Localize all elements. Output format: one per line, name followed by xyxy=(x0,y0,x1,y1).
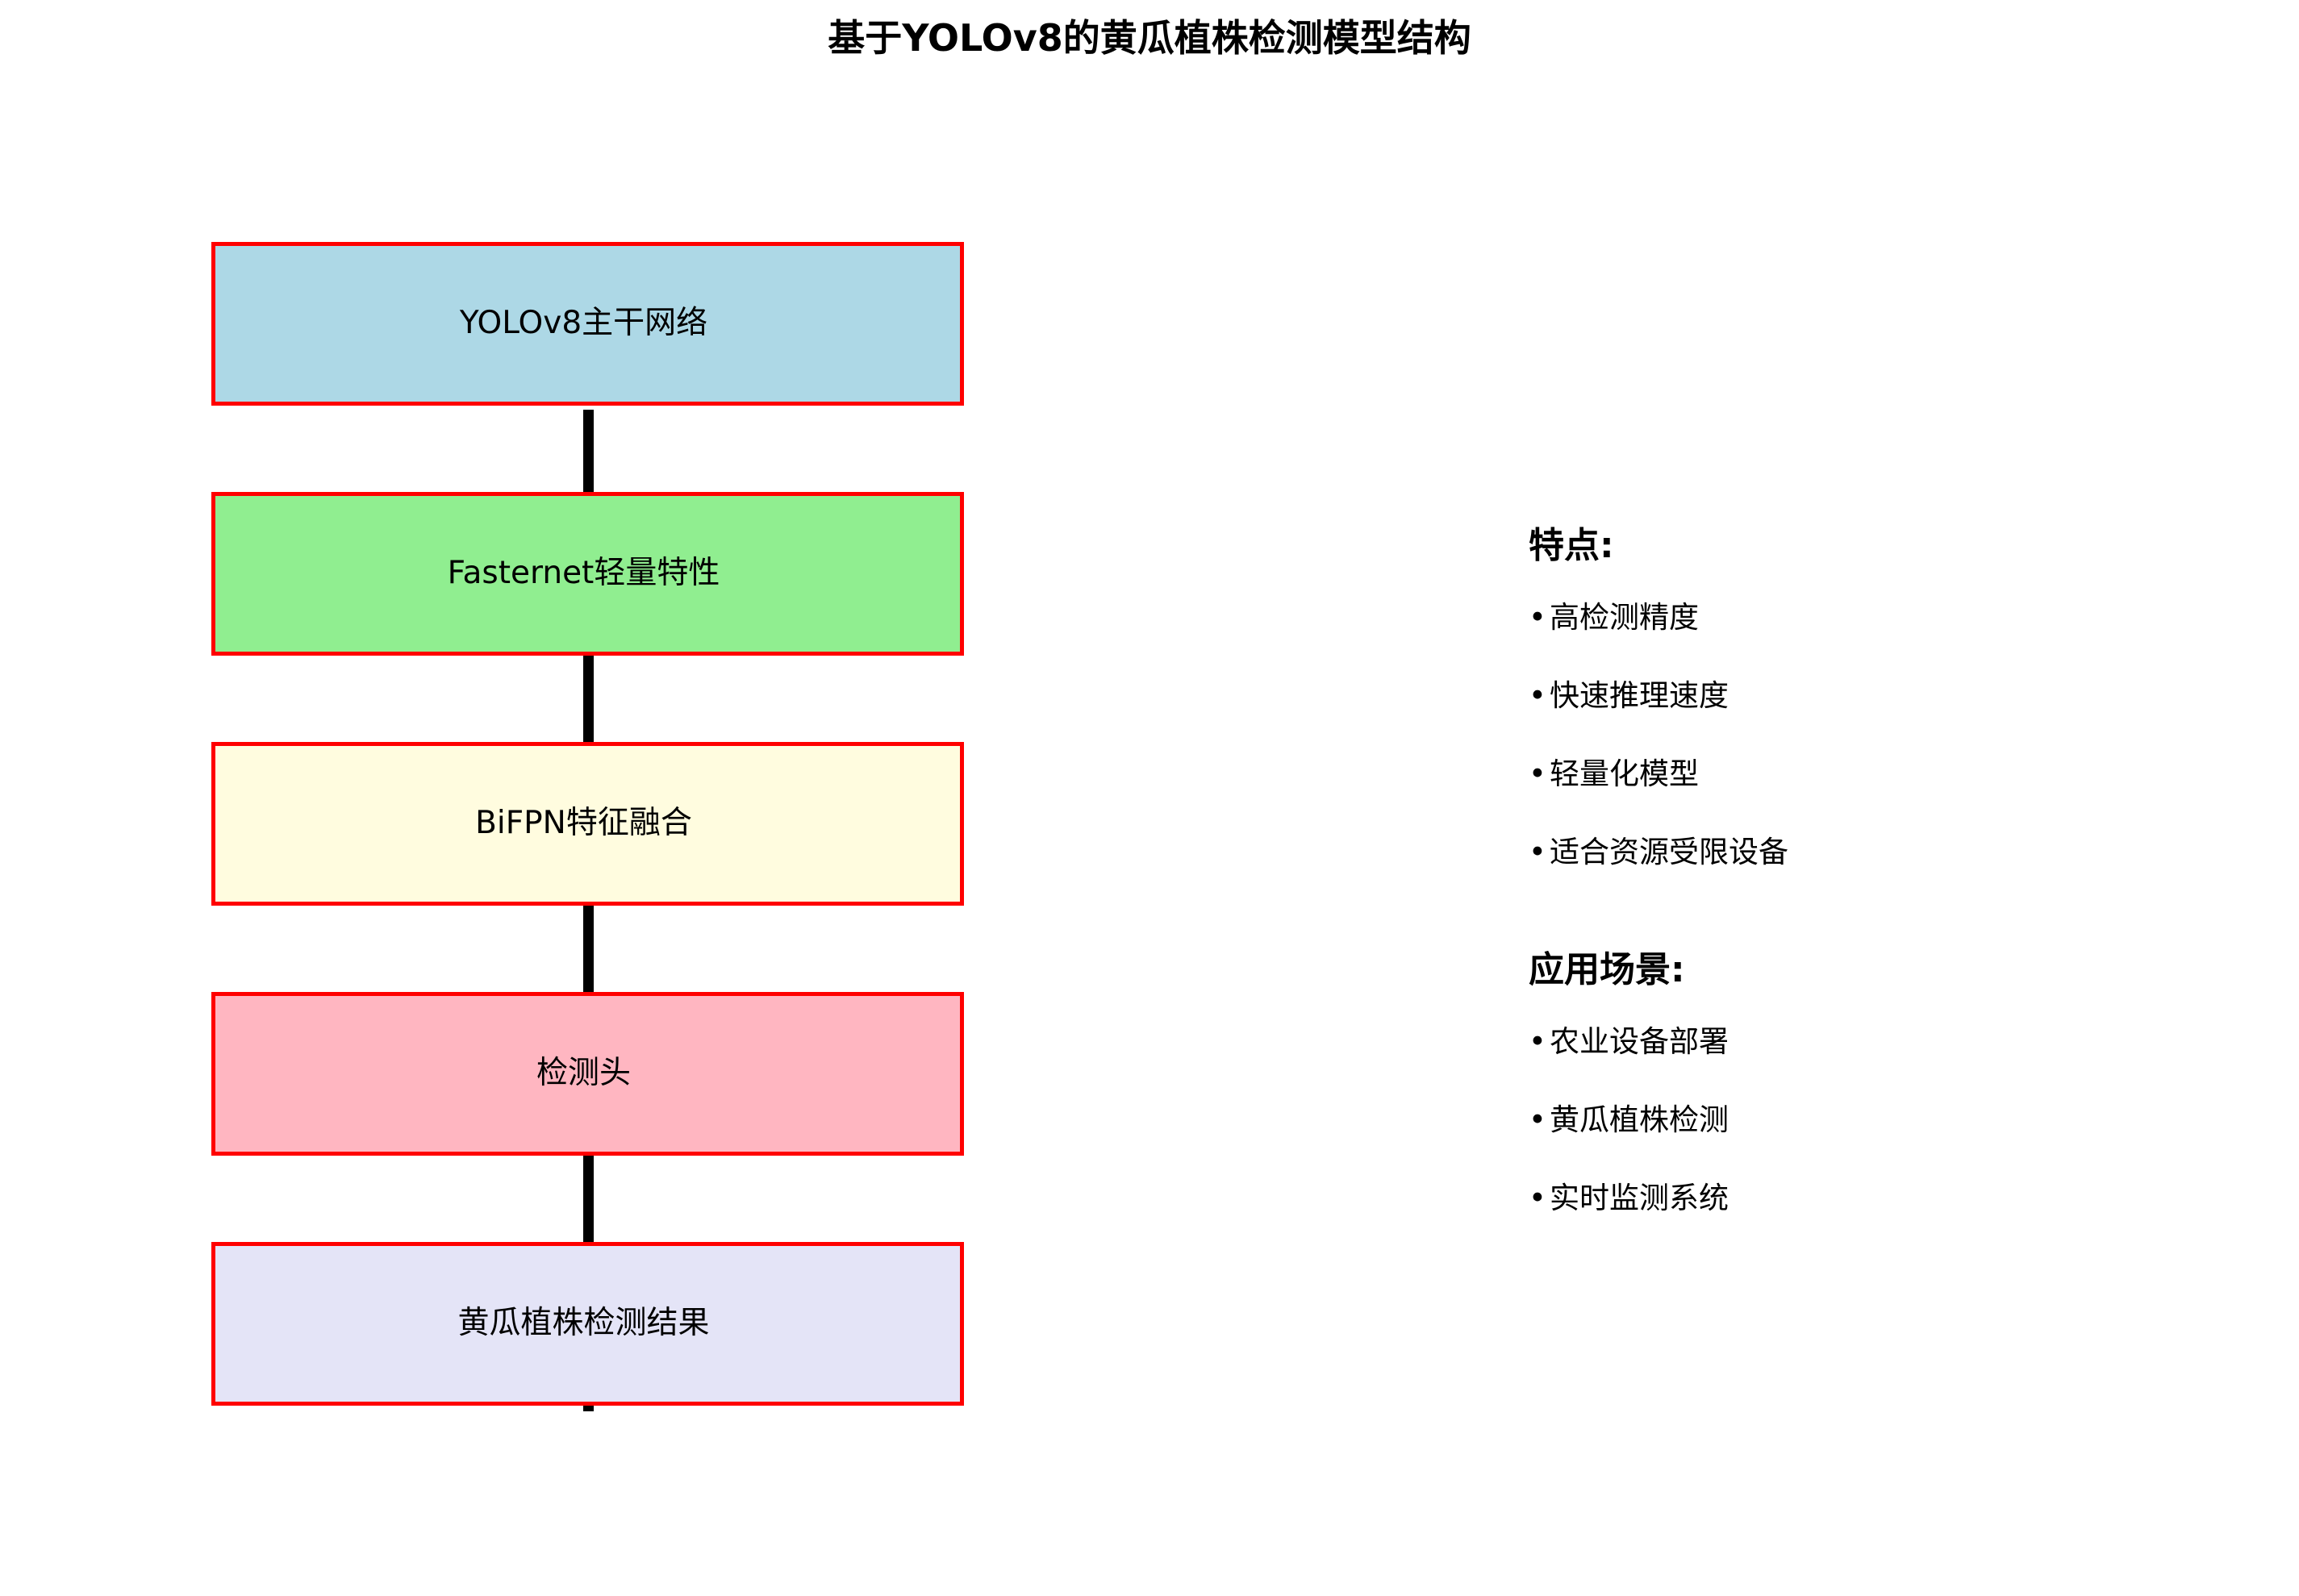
flow-node-label: Fasternet轻量特性 xyxy=(447,555,720,592)
features-section: 特点: • 高检测精度 • 快速推理速度 • 轻量化模型 • 适合资源受限设备 xyxy=(1529,525,2222,868)
list-item: • 适合资源受限设备 xyxy=(1529,837,2222,867)
list-item-label: 快速推理速度 xyxy=(1550,678,1729,713)
list-item-label: 适合资源受限设备 xyxy=(1550,835,1788,869)
flow-node-label: BiFPN特征融合 xyxy=(475,805,692,842)
bullet-icon: • xyxy=(1529,1181,1546,1215)
list-item-label: 农业设备部署 xyxy=(1550,1024,1729,1059)
use-cases-heading: 应用场景: xyxy=(1529,949,1685,990)
list-item: • 轻量化模型 xyxy=(1529,759,2222,789)
list-item-label: 高检测精度 xyxy=(1550,600,1699,635)
bullet-icon: • xyxy=(1529,756,1546,791)
use-cases-section: 应用场景: • 农业设备部署 • 黄瓜植株检测 • 实时监测系统 xyxy=(1529,949,2222,1214)
flow-connector-line xyxy=(583,410,594,1411)
flow-node-label: YOLOv8主干网络 xyxy=(459,305,708,342)
flow-node-detection-result[interactable]: 黄瓜植株检测结果 xyxy=(211,1242,964,1406)
page-title: 基于YOLOv8的黄瓜植株检测模型结构 xyxy=(828,16,1471,60)
use-cases-list: • 农业设备部署 • 黄瓜植株检测 • 实时监测系统 xyxy=(1529,1027,2222,1213)
list-item-label: 轻量化模型 xyxy=(1550,756,1699,791)
flow-node-detection-head[interactable]: 检测头 xyxy=(211,992,964,1156)
list-item-label: 实时监测系统 xyxy=(1550,1181,1729,1215)
list-item: • 快速推理速度 xyxy=(1529,681,2222,710)
bullet-icon: • xyxy=(1529,678,1546,713)
list-item: • 黄瓜植株检测 xyxy=(1529,1105,2222,1135)
bullet-icon: • xyxy=(1529,835,1546,869)
bullet-icon: • xyxy=(1529,1024,1546,1059)
bullet-icon: • xyxy=(1529,1102,1546,1137)
flow-node-label: 黄瓜植株检测结果 xyxy=(457,1305,710,1342)
flow-node-bifpn[interactable]: BiFPN特征融合 xyxy=(211,742,964,906)
model-flow-diagram: YOLOv8主干网络 Fasternet轻量特性 BiFPN特征融合 检测头 黄… xyxy=(211,242,964,1411)
flow-node-label: 检测头 xyxy=(536,1055,631,1092)
list-item: • 高检测精度 xyxy=(1529,602,2222,632)
list-item-label: 黄瓜植株检测 xyxy=(1550,1102,1729,1137)
bullet-icon: • xyxy=(1529,600,1546,635)
flow-node-fasternet[interactable]: Fasternet轻量特性 xyxy=(211,492,964,656)
features-list: • 高检测精度 • 快速推理速度 • 轻量化模型 • 适合资源受限设备 xyxy=(1529,602,2222,867)
side-info-panel: 特点: • 高检测精度 • 快速推理速度 • 轻量化模型 • 适合资源受限设备 xyxy=(1529,525,2222,1214)
features-heading: 特点: xyxy=(1529,525,1614,566)
list-item: • 农业设备部署 xyxy=(1529,1027,2222,1056)
flow-node-backbone[interactable]: YOLOv8主干网络 xyxy=(211,242,964,406)
list-item: • 实时监测系统 xyxy=(1529,1183,2222,1213)
